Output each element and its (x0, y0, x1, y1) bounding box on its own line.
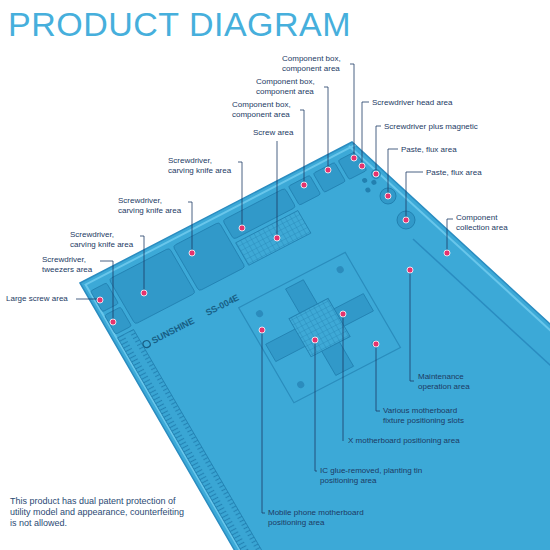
callout-label: Paste, flux area (401, 145, 457, 155)
callout-dot (444, 250, 450, 256)
component-box (288, 175, 320, 205)
bit-hole (361, 177, 368, 184)
callout-dot (359, 163, 365, 169)
callout-dot (403, 217, 409, 223)
component-box (338, 151, 367, 179)
mat-rim (349, 146, 550, 331)
leader-line (343, 317, 344, 441)
leader-line (406, 172, 423, 218)
mat-surface (86, 0, 550, 550)
fixture-slot (370, 339, 380, 348)
callout-dot (351, 155, 357, 161)
callout-label: Paste, flux area (426, 168, 482, 178)
callout-label: X motherboard positioning area (348, 436, 460, 446)
callout-dot (259, 327, 265, 333)
callout-label: Various motherboard fixture positioning … (383, 406, 475, 425)
fixture-slot (296, 380, 306, 389)
callout-dot (301, 182, 307, 188)
leader-line (376, 126, 381, 172)
callout-label: Screwdriver head area (372, 98, 452, 108)
collection-strip-edge (413, 239, 550, 366)
callout-label: Screwdriver, carving knife area (70, 230, 138, 249)
fixture-slot (255, 309, 265, 318)
leader-line (140, 236, 144, 291)
callout-label: IC glue-removed, planting tin positionin… (320, 466, 430, 485)
callout-dot (141, 290, 147, 296)
bit-hole (364, 187, 371, 194)
leader-line (362, 102, 369, 164)
title: PRODUCT DIAGRAM (8, 4, 351, 45)
callout-label: Screwdriver, carving knife area (168, 156, 236, 175)
leader-line (447, 219, 453, 251)
brand-text: SUNSHINE (150, 315, 196, 346)
callout-dot (110, 319, 116, 325)
leader-line (324, 87, 328, 168)
callout-dot (97, 297, 103, 303)
leader-line (315, 343, 317, 471)
callout-label: Component box, component area (282, 54, 348, 73)
callout-dot (340, 311, 346, 317)
leader-line (238, 162, 242, 226)
callout-dots (97, 155, 450, 347)
callout-dot (373, 171, 379, 177)
callout-label: Component collection area (456, 213, 522, 232)
screw-grid (236, 211, 311, 266)
leader-line (376, 347, 380, 411)
leader-line (262, 333, 265, 513)
brand-logo (142, 339, 152, 348)
patent-note: This product has dual patent protection … (10, 496, 190, 528)
ic-square (289, 298, 350, 356)
callout-label: Maintenance operation area (418, 372, 480, 391)
leader-line (300, 110, 304, 183)
callout-label: Screwdriver plus magnetic (384, 122, 478, 132)
leader-line (277, 141, 278, 236)
mat-rim (86, 0, 550, 550)
callout-label: Screw area (253, 128, 293, 138)
leader-line (410, 273, 414, 381)
silicone-mat (80, 142, 550, 550)
callout-dot (274, 235, 280, 241)
callout-label: Component box, component area (232, 100, 298, 119)
mat-features (86, 0, 550, 550)
leader-line (350, 64, 354, 156)
fixture-bar (266, 294, 374, 362)
ruler-strip (118, 329, 265, 550)
bit-hole (370, 179, 377, 186)
leader-lines (76, 64, 453, 513)
fixture-slot (335, 265, 345, 274)
callout-label: Screwdriver, tweezers area (42, 255, 98, 274)
callout-dot (189, 250, 195, 256)
callout-dot (373, 341, 379, 347)
magnet-holder (372, 170, 381, 179)
model-text: SS-004E (204, 292, 241, 318)
callout-dot (385, 193, 391, 199)
component-box (313, 162, 345, 192)
callout-label: Component box, component area (256, 77, 322, 96)
callout-dot (239, 225, 245, 231)
leader-line (388, 149, 398, 194)
leader-line (188, 202, 192, 251)
callout-dot (325, 167, 331, 173)
callout-dot (312, 337, 318, 343)
callout-dot (407, 267, 413, 273)
leader-line (100, 261, 113, 320)
callout-label: Mobile phone motherboard positioning are… (268, 508, 378, 527)
leader-line (76, 299, 97, 300)
callout-label: Large screw area (6, 294, 68, 304)
callout-label: Screwdriver, carving knife area (118, 196, 186, 215)
